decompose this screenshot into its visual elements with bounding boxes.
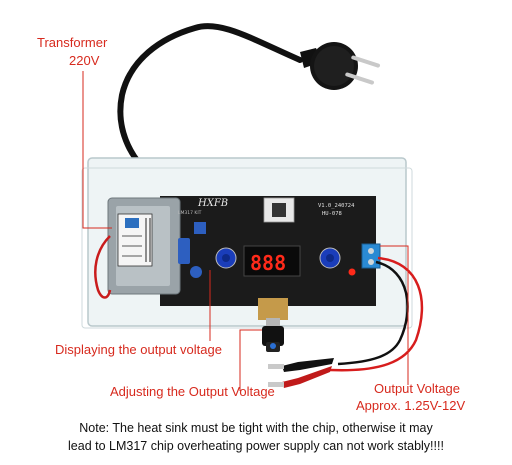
transformer	[107, 197, 181, 295]
note-line-2: lead to LM317 chip overheating power sup…	[68, 439, 444, 453]
label-output-1: Output Voltage	[374, 381, 461, 396]
note-line-1: Note: The heat sink must be tight with t…	[79, 421, 433, 435]
led-display-reading: 888	[250, 251, 286, 275]
board-model-1: V1.0_240724	[318, 203, 355, 209]
label-output-2: Approx. 1.25V-12V	[356, 398, 466, 413]
output-terminal	[361, 243, 381, 269]
transformer-wires	[94, 235, 112, 299]
heat-sink	[263, 197, 295, 223]
board-small-text: LM317 KIT	[178, 210, 202, 216]
label-transformer-2: 220V	[69, 53, 100, 68]
callout-lines	[82, 71, 409, 391]
board-logo: HXFB	[197, 198, 228, 209]
power-led	[348, 268, 356, 276]
label-adjust: Adjusting the Output Voltage	[110, 384, 275, 399]
label-display: Displaying the output voltage	[55, 342, 222, 357]
led-display: 888	[243, 245, 301, 277]
label-transformer-1: Transformer	[37, 35, 108, 50]
output-wire-red	[329, 256, 424, 372]
output-wire-black	[337, 260, 409, 366]
board-model-2: HU-078	[322, 211, 342, 217]
eu-plug	[300, 42, 381, 90]
alligator-clips	[268, 358, 334, 388]
potentiometer-knob	[258, 298, 288, 352]
